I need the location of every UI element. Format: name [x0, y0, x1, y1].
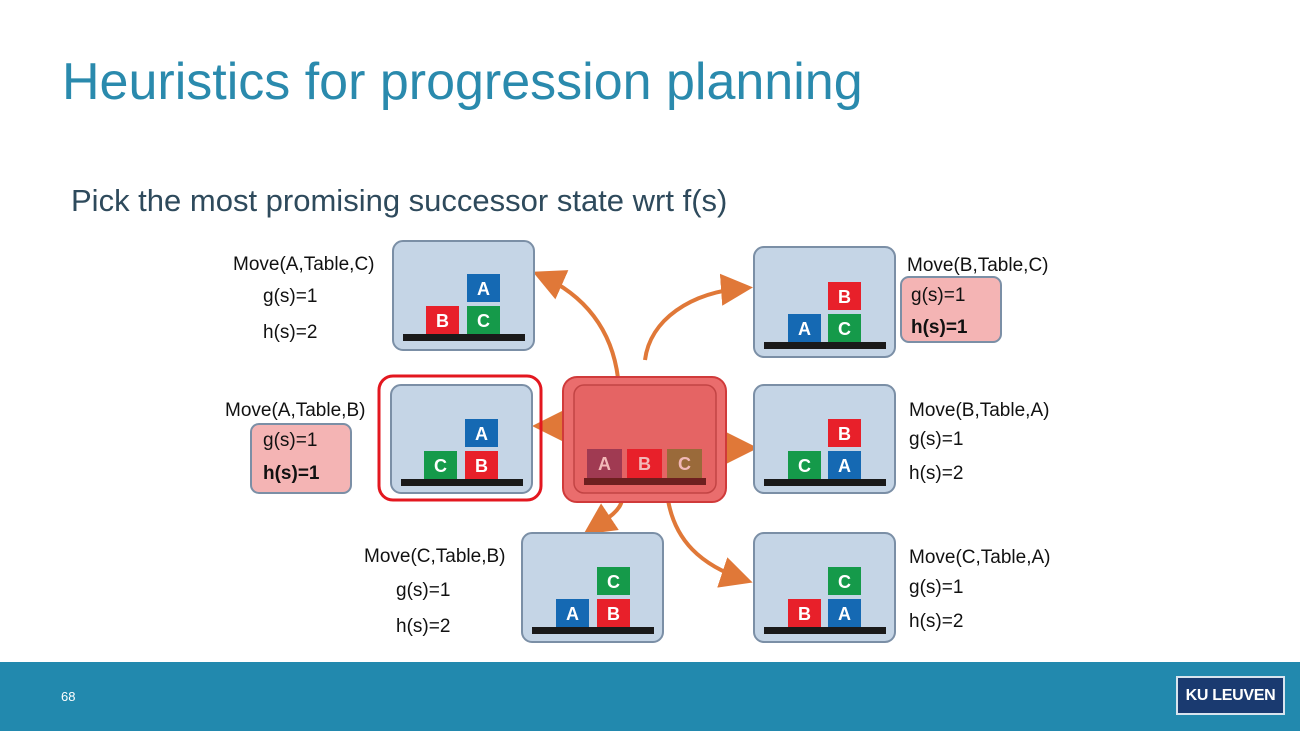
svg-text:A: A	[838, 456, 851, 476]
block-b: B	[828, 282, 861, 310]
svg-text:C: C	[434, 456, 447, 476]
block-c: C	[424, 451, 457, 479]
g-value-label: g(s)=1	[263, 430, 317, 451]
state-move-b-table-a: B C A	[753, 384, 896, 494]
block-b: B	[828, 419, 861, 447]
state-move-b-table-c: B A C	[753, 246, 896, 358]
svg-text:C: C	[838, 572, 851, 592]
svg-text:C: C	[838, 319, 851, 339]
block-a: A	[465, 419, 498, 447]
block-a: A	[828, 599, 861, 627]
action-label: Move(A,Table,B)	[225, 400, 365, 421]
g-value-label: g(s)=1	[909, 577, 963, 598]
arrow-to-move-b-table-c	[643, 273, 753, 361]
svg-text:A: A	[838, 604, 851, 624]
block-b: B	[788, 599, 821, 627]
g-value-label: g(s)=1	[911, 285, 965, 306]
h-value-label: h(s)=2	[909, 611, 963, 632]
state-move-a-table-c: A B C	[392, 240, 535, 351]
block-b: B	[597, 599, 630, 627]
g-value-label: g(s)=1	[909, 429, 963, 450]
action-label: Move(C,Table,B)	[364, 546, 506, 567]
svg-text:C: C	[798, 456, 811, 476]
action-label: Move(B,Table,C)	[907, 255, 1049, 276]
h-value-label: h(s)=2	[396, 616, 450, 637]
action-label: Move(A,Table,C)	[233, 254, 375, 275]
block-a: A	[467, 274, 500, 302]
action-label: Move(B,Table,A)	[909, 400, 1049, 421]
footer-bar	[0, 662, 1300, 731]
state-move-c-table-a: C B A	[753, 532, 896, 643]
svg-text:B: B	[838, 424, 851, 444]
svg-text:B: B	[798, 604, 811, 624]
svg-text:B: B	[607, 604, 620, 624]
block-b: B	[465, 451, 498, 479]
g-value-label: g(s)=1	[263, 286, 317, 307]
block-b: B	[426, 306, 459, 334]
block-a: A	[828, 451, 861, 479]
svg-text:B: B	[475, 456, 488, 476]
slide-title: Heuristics for progression planning	[62, 53, 863, 111]
arrow-to-move-c-table-a	[666, 499, 753, 588]
svg-text:B: B	[838, 287, 851, 307]
svg-text:A: A	[566, 604, 579, 624]
svg-text:A: A	[598, 454, 611, 474]
svg-text:C: C	[477, 311, 490, 331]
block-c: C	[467, 306, 500, 334]
block-a: A	[788, 314, 821, 342]
state-space-diagram: A B C B A C A C B A B C B C A C A B	[225, 240, 1051, 643]
arrow-to-move-c-table-b	[583, 499, 624, 535]
svg-text:C: C	[678, 454, 691, 474]
svg-text:A: A	[475, 424, 488, 444]
block-a: A	[556, 599, 589, 627]
initial-state: A B C	[562, 376, 727, 503]
svg-text:B: B	[638, 454, 651, 474]
heuristic-highlight-box	[250, 423, 352, 494]
block-c: C	[828, 567, 861, 595]
action-label: Move(C,Table,A)	[909, 547, 1051, 568]
svg-text:A: A	[798, 319, 811, 339]
page-number: 68	[61, 689, 76, 704]
h-value-label: h(s)=2	[263, 322, 317, 343]
block-c: C	[788, 451, 821, 479]
h-value-label: h(s)=1	[911, 317, 968, 338]
block-c: C	[597, 567, 630, 595]
block-b: B	[627, 449, 662, 478]
g-value-label: g(s)=1	[396, 580, 450, 601]
slide-subtitle: Pick the most promising successor state …	[71, 183, 728, 218]
arrow-to-move-a-table-c	[532, 270, 620, 379]
svg-text:C: C	[607, 572, 620, 592]
state-move-a-table-b: A C B	[377, 374, 543, 502]
block-c: C	[828, 314, 861, 342]
ku-leuven-logo: KU LEUVEN	[1176, 676, 1285, 715]
heuristic-highlight-box	[900, 276, 1002, 343]
h-value-label: h(s)=1	[263, 463, 320, 484]
svg-text:A: A	[477, 279, 490, 299]
svg-text:B: B	[436, 311, 449, 331]
block-a: A	[587, 449, 622, 478]
state-move-c-table-b: C A B	[521, 532, 664, 643]
h-value-label: h(s)=2	[909, 463, 963, 484]
block-c: C	[667, 449, 702, 478]
